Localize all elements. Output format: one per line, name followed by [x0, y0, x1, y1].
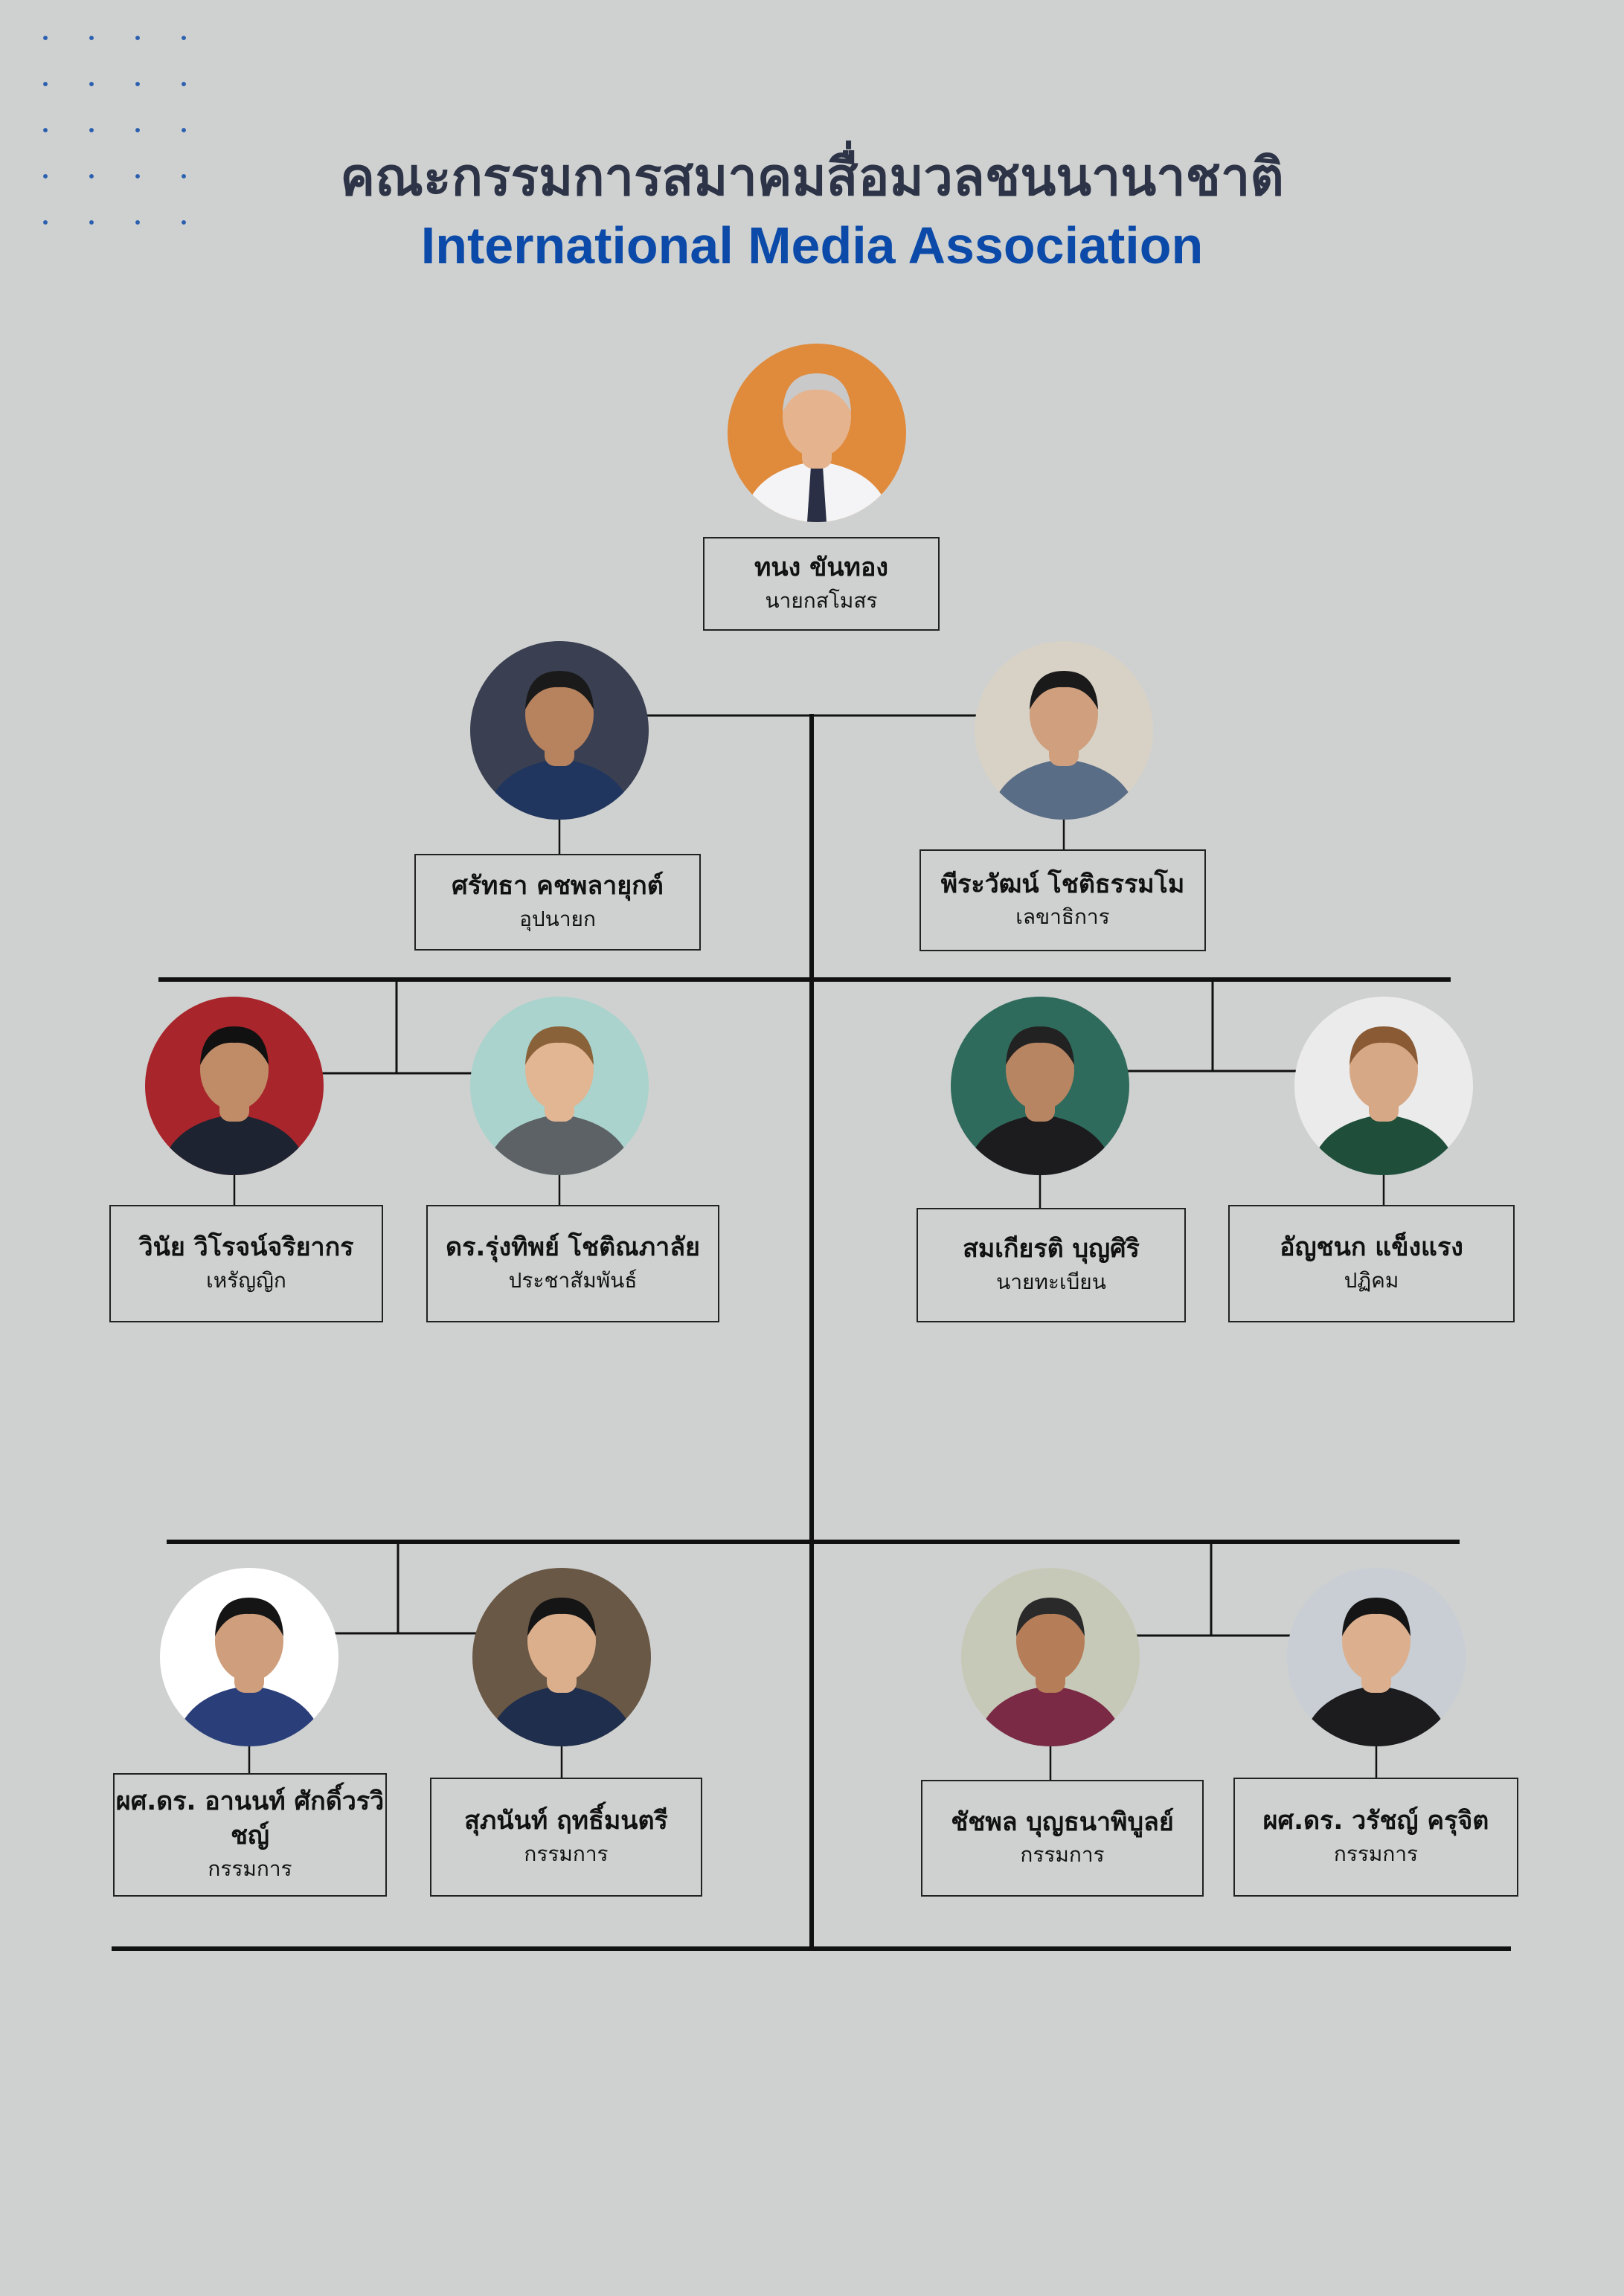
member-name: ทนง ขันทอง: [754, 553, 888, 583]
page-title-thai: คณะกรรมการสมาคมสื่อมวลชนนานาชาติ: [340, 147, 1284, 208]
member-card: ชัชพล บุญธนาพิบูลย์กรรมการ: [921, 1780, 1204, 1897]
member-name: สุภนันท์ ฤทธิ์มนตรี: [464, 1806, 668, 1836]
member-name: พีระวัฒน์ โชติธรรมโม: [940, 869, 1185, 899]
page-title-english: International Media Association: [420, 216, 1204, 274]
member-photo: [951, 997, 1129, 1175]
member-card: ทนง ขันทองนายกสโมสร: [703, 537, 940, 631]
member-card: วินัย วิโรจน์จริยากรเหรัญญิก: [109, 1205, 383, 1322]
member-photo: [728, 344, 906, 522]
member-photo: [961, 1568, 1140, 1746]
member-role: นายกสโมสร: [765, 588, 878, 613]
member-photo: [145, 997, 324, 1175]
member-name: วินัย วิโรจน์จริยากร: [138, 1232, 354, 1263]
member-photo: [472, 1568, 651, 1746]
member-card: สมเกียรติ บุญศิรินายทะเบียน: [917, 1208, 1186, 1322]
member-role: เลขาธิการ: [1015, 904, 1110, 930]
member-role: กรรมการ: [1333, 1841, 1419, 1866]
member-role: ปฏิคม: [1344, 1267, 1399, 1293]
member-card: อัญชนก แข็งแรงปฏิคม: [1228, 1205, 1515, 1322]
member-card: สุภนันท์ ฤทธิ์มนตรีกรรมการ: [430, 1778, 702, 1897]
decorative-dot-grid: [22, 15, 186, 260]
member-photo: [1287, 1568, 1466, 1746]
member-photo: [975, 641, 1153, 820]
member-name: ชัชพล บุญธนาพิบูลย์: [951, 1807, 1174, 1837]
member-card: ผศ.ดร. วรัชญ์ ครุจิตกรรมการ: [1233, 1778, 1518, 1897]
member-role: ประชาสัมพันธ์: [508, 1267, 638, 1293]
member-name: ดร.รุ่งทิพย์ โชติณภาลัย: [446, 1232, 700, 1263]
member-photo: [1294, 997, 1473, 1175]
member-name: ผศ.ดร. วรัชญ์ ครุจิต: [1262, 1806, 1489, 1836]
member-name: ผศ.ดร. อานนท์ ศักดิ์วรวิชญ์: [115, 1787, 385, 1850]
member-role: กรรมการ: [208, 1856, 292, 1881]
member-photo: [470, 997, 649, 1175]
member-card: ศรัทธา คชพลายุกต์อุปนายก: [414, 854, 701, 951]
member-role: กรรมการ: [524, 1841, 609, 1866]
member-name: อัญชนก แข็งแรง: [1280, 1232, 1463, 1263]
member-role: นายทะเบียน: [996, 1269, 1106, 1294]
member-name: ศรัทธา คชพลายุกต์: [452, 871, 664, 901]
member-name: สมเกียรติ บุญศิริ: [963, 1234, 1140, 1264]
member-photo: [160, 1568, 338, 1746]
member-photo: [470, 641, 649, 820]
member-card: พีระวัฒน์ โชติธรรมโมเลขาธิการ: [919, 849, 1206, 951]
member-card: ผศ.ดร. อานนท์ ศักดิ์วรวิชญ์กรรมการ: [113, 1773, 387, 1897]
member-card: ดร.รุ่งทิพย์ โชติณภาลัยประชาสัมพันธ์: [426, 1205, 719, 1322]
member-role: กรรมการ: [1020, 1842, 1105, 1868]
member-role: อุปนายก: [519, 906, 596, 931]
member-role: เหรัญญิก: [206, 1267, 286, 1293]
